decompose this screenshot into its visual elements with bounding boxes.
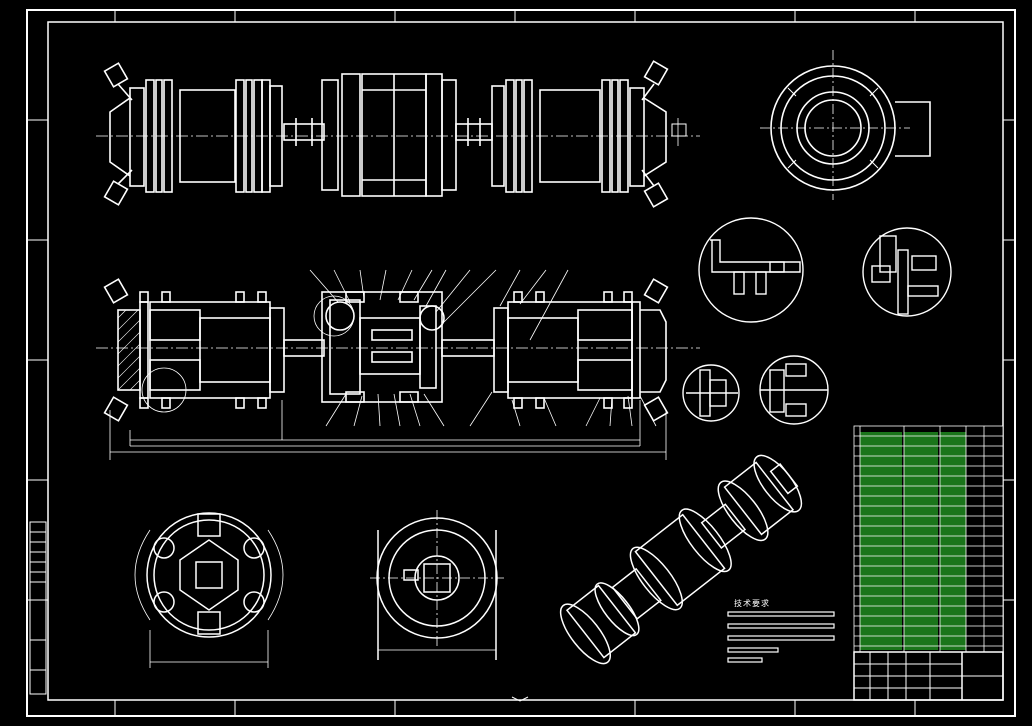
tech-requirements-lines: [727, 611, 835, 663]
end-view: [760, 50, 931, 200]
section-view: [96, 269, 700, 460]
detail-view-d: [759, 355, 829, 425]
title-block: [853, 651, 1004, 701]
isometric-view: [559, 454, 803, 665]
parts-list: [853, 425, 1004, 653]
drawing-frame: [26, 9, 1016, 717]
face-view: [370, 510, 504, 660]
detail-view-a: [698, 217, 804, 323]
detail-view-c: [682, 364, 740, 422]
detail-view-b: [862, 227, 952, 317]
cross-section-view: [134, 512, 284, 668]
elevation-view: [96, 60, 700, 208]
tech-requirements-title: 技术要求: [734, 599, 770, 608]
